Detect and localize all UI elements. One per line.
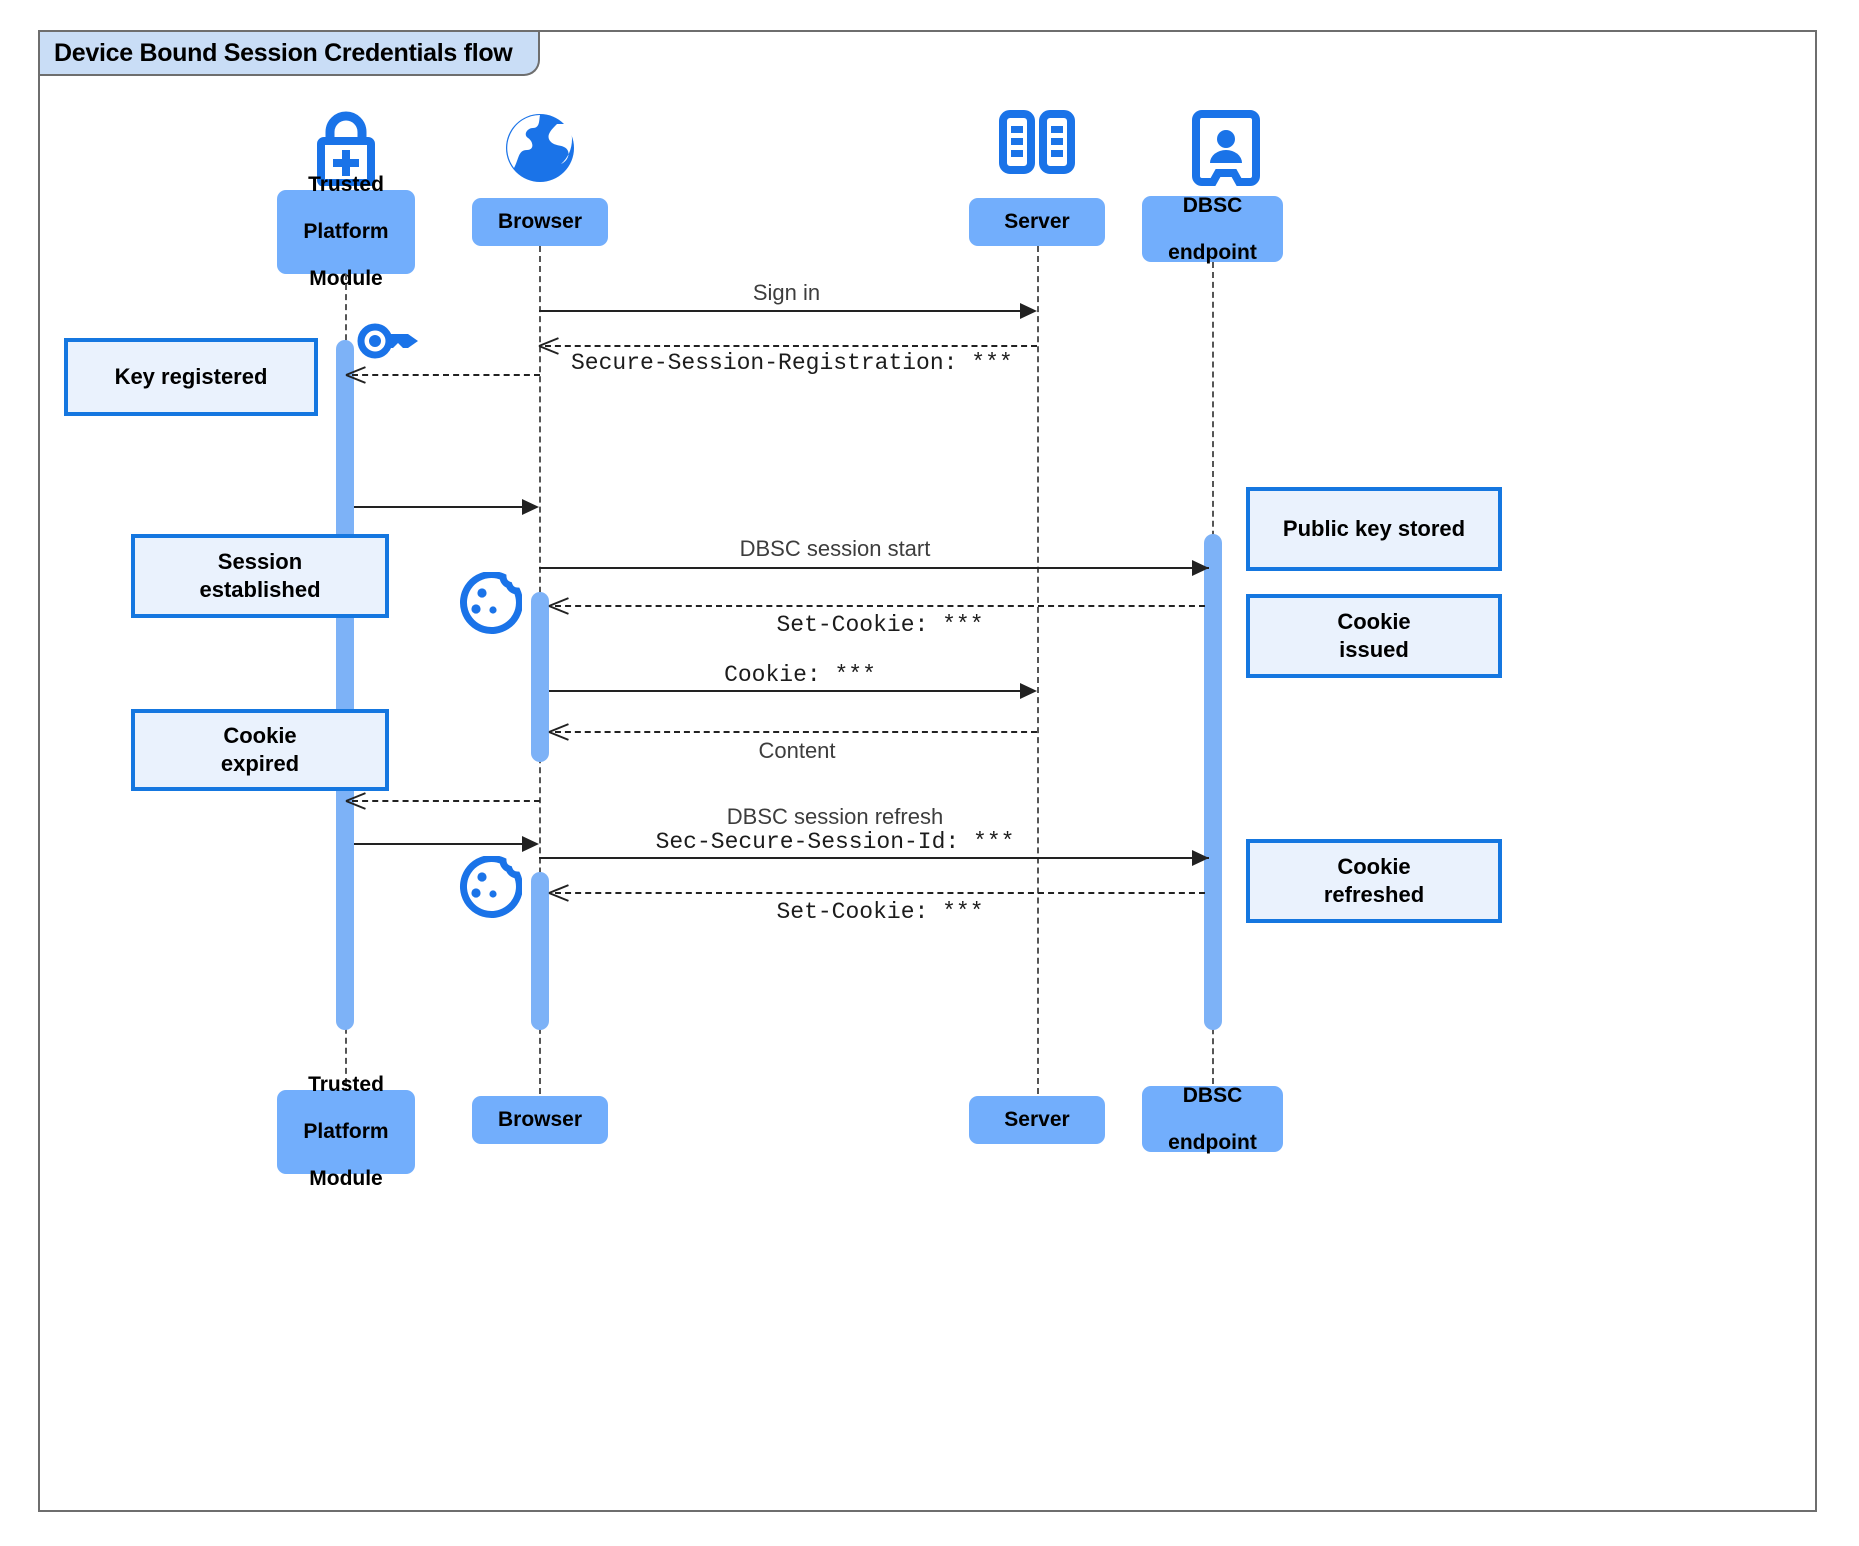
note-cookie-issued-line1: Cookie bbox=[1337, 608, 1411, 634]
note-session-established-line2: established bbox=[199, 577, 321, 602]
message-label-sec-secure-session-id: Sec-Secure-Session-Id: *** bbox=[655, 829, 1015, 855]
participant-tpm-top[interactable]: Trusted Platform Module bbox=[277, 173, 415, 290]
key-icon bbox=[357, 323, 418, 359]
message-line-set-cookie-1 bbox=[555, 605, 1205, 607]
message-label-dbsc-session-start: DBSC session start bbox=[739, 536, 931, 561]
activation-bar-browser-1 bbox=[531, 592, 549, 762]
globe-icon bbox=[506, 114, 574, 182]
note-cookie-expired-line2: expired bbox=[220, 751, 300, 776]
tpm-label-line1: Trusted bbox=[308, 173, 384, 197]
message-line-dbsc-session-refresh bbox=[539, 857, 1209, 859]
note-cookie-refreshed: Cookie refreshed bbox=[1246, 839, 1502, 923]
message-label-set-cookie-1: Set-Cookie: *** bbox=[776, 612, 984, 638]
activation-bar-dbsc bbox=[1204, 534, 1222, 1030]
cookie-icon-1 bbox=[459, 572, 522, 635]
tpm-label-bottom-line1: Trusted bbox=[308, 1073, 384, 1097]
note-cookie-issued-line2: issued bbox=[1339, 637, 1409, 662]
message-line-sign-in bbox=[539, 310, 1034, 312]
lifeline-server bbox=[1037, 246, 1039, 1094]
note-cookie-expired-line1: Cookie bbox=[223, 722, 297, 748]
tpm-label-bottom-line2: Platform bbox=[303, 1120, 389, 1144]
message-line-cookie-expired-notify bbox=[352, 800, 540, 802]
message-label-sign-in: Sign in bbox=[752, 280, 821, 305]
message-arrowhead-key-to-browser bbox=[522, 499, 539, 515]
message-line-set-cookie-2 bbox=[555, 892, 1205, 894]
participant-tpm-bottom[interactable]: Trusted Platform Module bbox=[277, 1073, 415, 1190]
message-label-set-cookie-2: Set-Cookie: *** bbox=[776, 899, 984, 925]
dbsc-label-bottom-line2: endpoint bbox=[1168, 1130, 1257, 1154]
message-line-tpm-sign-refresh bbox=[354, 843, 537, 845]
note-session-established: Session established bbox=[131, 534, 389, 618]
diagram-title-banner: Device Bound Session Credentials flow bbox=[40, 32, 541, 76]
note-session-established-line1: Session bbox=[217, 548, 303, 574]
server-label: Server bbox=[1004, 210, 1070, 234]
activation-bar-browser-2 bbox=[531, 872, 549, 1030]
message-arrowhead-cookie bbox=[1020, 683, 1037, 699]
note-cookie-issued: Cookie issued bbox=[1246, 594, 1502, 678]
message-arrowhead-dbsc-session-refresh bbox=[1192, 850, 1209, 866]
message-label-dbsc-session-refresh: DBSC session refresh bbox=[726, 804, 944, 829]
participant-browser-bottom[interactable]: Browser bbox=[472, 1096, 608, 1144]
id-badge-icon bbox=[1192, 110, 1260, 186]
dbsc-label-line2: endpoint bbox=[1168, 240, 1257, 264]
message-line-register-key bbox=[352, 374, 540, 376]
tpm-label-bottom-line3: Module bbox=[309, 1167, 383, 1191]
note-cookie-refreshed-line1: Cookie bbox=[1337, 853, 1411, 879]
participant-browser-top[interactable]: Browser bbox=[472, 198, 608, 246]
tpm-label-line2: Platform bbox=[303, 220, 389, 244]
message-label-cookie: Cookie: *** bbox=[724, 662, 876, 688]
note-cookie-expired: Cookie expired bbox=[131, 709, 389, 791]
page-title: Device Bound Session Credentials flow bbox=[54, 38, 513, 67]
lock-plus-icon bbox=[317, 111, 375, 186]
note-public-key-stored: Public key stored bbox=[1246, 487, 1502, 571]
message-arrowhead-register-key bbox=[346, 364, 366, 384]
browser-label-bottom: Browser bbox=[497, 1108, 583, 1132]
note-public-key-stored-text: Public key stored bbox=[1282, 515, 1466, 541]
activation-bar-tpm bbox=[336, 340, 354, 1030]
note-cookie-refreshed-line2: refreshed bbox=[1323, 882, 1425, 907]
participant-server-top[interactable]: Server bbox=[969, 198, 1105, 246]
message-label-secure-session-registration: Secure-Session-Registration: *** bbox=[571, 350, 1013, 376]
message-arrowhead-tpm-sign-refresh bbox=[522, 836, 539, 852]
note-key-registered-text: Key registered bbox=[114, 363, 268, 389]
participant-dbsc-bottom[interactable]: DBSC endpoint bbox=[1142, 1083, 1283, 1154]
message-line-cookie bbox=[549, 690, 1035, 692]
participant-server-bottom[interactable]: Server bbox=[969, 1096, 1105, 1144]
message-arrowhead-secure-session-registration bbox=[539, 335, 559, 355]
dbsc-label-bottom-line1: DBSC bbox=[1182, 1083, 1243, 1107]
server-label-bottom: Server bbox=[1004, 1108, 1070, 1132]
server-rack-icon bbox=[999, 110, 1075, 174]
message-arrowhead-dbsc-session-start bbox=[1192, 560, 1209, 576]
participant-dbsc-top[interactable]: DBSC endpoint bbox=[1142, 193, 1283, 264]
dbsc-label-line1: DBSC bbox=[1182, 193, 1243, 217]
browser-label: Browser bbox=[497, 210, 583, 234]
message-line-secure-session-registration bbox=[545, 345, 1037, 347]
message-line-key-to-browser bbox=[354, 506, 537, 508]
cookie-icon-2 bbox=[459, 856, 522, 919]
note-key-registered: Key registered bbox=[64, 338, 318, 416]
message-arrowhead-cookie-expired-notify bbox=[346, 790, 366, 810]
message-line-content bbox=[555, 731, 1037, 733]
message-arrowhead-sign-in bbox=[1020, 303, 1037, 319]
message-label-content: Content bbox=[758, 738, 836, 763]
message-line-dbsc-session-start bbox=[539, 567, 1209, 569]
